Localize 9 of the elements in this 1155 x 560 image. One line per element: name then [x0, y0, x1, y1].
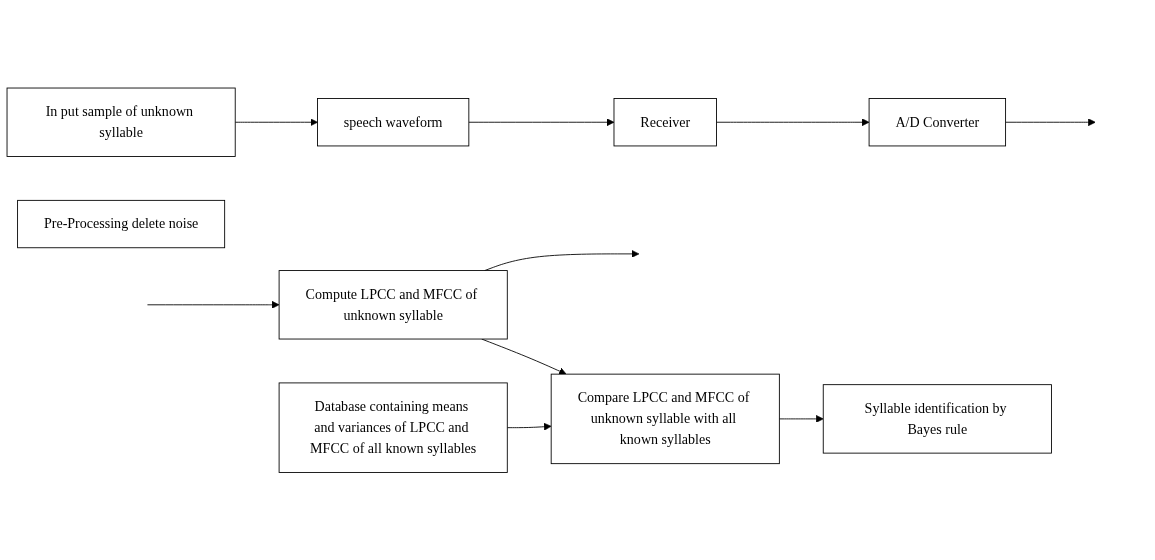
node-box: Syllable identification by Bayes rule [822, 384, 1052, 454]
node-box: A/D Converter [868, 97, 1007, 147]
node-box: Pre-Processing delete noise [17, 199, 226, 248]
node-box: Database containing means and variances of LPCC and MFCC of all known syllables [278, 382, 508, 473]
node-box: Receiver [613, 97, 717, 147]
node-box: In put sample of unknown syllable [6, 87, 236, 157]
node-box: Compute LPCC and MFCC of unknown syllable [278, 269, 508, 340]
node-box: speech waveform [317, 97, 470, 147]
node-box: Compare LPCC and MFCC of unknown syllable with all known syllables [550, 373, 780, 464]
